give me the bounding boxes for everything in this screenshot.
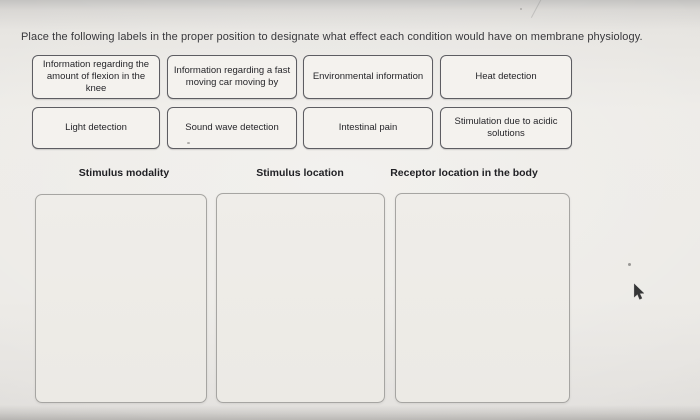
mouse-cursor-icon bbox=[634, 283, 645, 300]
label-chip-intestinal-pain[interactable]: Intestinal pain bbox=[303, 107, 433, 149]
label-chip-environmental-information[interactable]: Environmental information bbox=[303, 55, 433, 99]
label-chip-acidic-solutions[interactable]: Stimulation due to acidic solutions bbox=[440, 107, 572, 149]
dust-speck bbox=[520, 8, 522, 10]
label-chip-flexion-knee[interactable]: Information regarding the amount of flex… bbox=[32, 55, 160, 99]
label-chip-light-detection[interactable]: Light detection bbox=[32, 107, 160, 149]
question-prompt: Place the following labels in the proper… bbox=[21, 31, 643, 43]
label-chip-fast-moving-car[interactable]: Information regarding a fast moving car … bbox=[167, 55, 297, 99]
screen-scratch bbox=[530, 0, 543, 18]
label-chip-heat-detection[interactable]: Heat detection bbox=[440, 55, 572, 99]
dropzone-stimulus-location[interactable] bbox=[216, 193, 385, 403]
dropzone-receptor-location[interactable] bbox=[395, 193, 570, 403]
dust-speck bbox=[628, 263, 631, 266]
dropzone-stimulus-modality[interactable] bbox=[35, 194, 207, 403]
dust-speck bbox=[187, 142, 190, 144]
category-header-receptor-location: Receptor location in the body bbox=[390, 167, 538, 179]
category-header-stimulus-location: Stimulus location bbox=[256, 167, 344, 179]
label-chip-sound-wave-detection[interactable]: Sound wave detection bbox=[167, 107, 297, 149]
category-header-stimulus-modality: Stimulus modality bbox=[78, 167, 170, 179]
